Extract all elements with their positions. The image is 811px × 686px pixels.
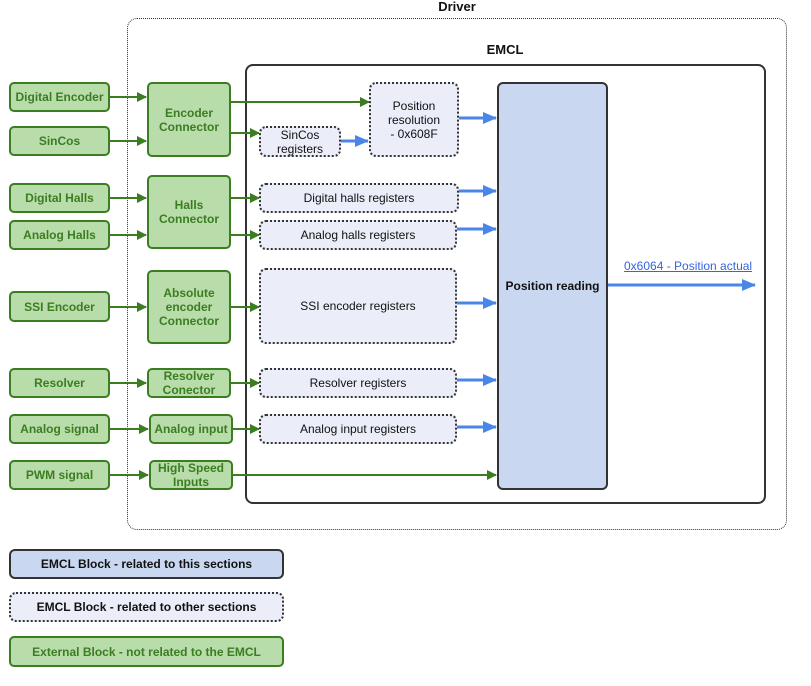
- block-analog-signal: Analog signal: [9, 414, 110, 444]
- block-sincos: SinCos: [9, 126, 110, 156]
- emcl-container: [245, 64, 766, 504]
- legend-external: External Block - not related to the EMCL: [9, 636, 284, 667]
- legend-emcl-other: EMCL Block - related to other sections: [9, 592, 284, 622]
- legend-emcl-this: EMCL Block - related to this sections: [9, 549, 284, 579]
- emcl-label: EMCL: [486, 42, 524, 57]
- block-ssi-encoder: SSI Encoder: [9, 291, 110, 322]
- block-analog-input: Analog input: [149, 414, 233, 444]
- block-analog-input-registers: Analog input registers: [259, 414, 457, 444]
- driver-container: [127, 18, 787, 530]
- block-digital-encoder: Digital Encoder: [9, 82, 110, 112]
- block-position-reading: Position reading: [497, 82, 608, 490]
- block-pwm-signal: PWM signal: [9, 460, 110, 490]
- block-resolver: Resolver: [9, 368, 110, 398]
- block-digital-halls-registers: Digital halls registers: [259, 183, 459, 213]
- block-sincos-registers: SinCos registers: [259, 126, 341, 157]
- driver-label: Driver: [438, 0, 476, 14]
- block-digital-halls: Digital Halls: [9, 183, 110, 213]
- block-ssi-encoder-registers: SSI encoder registers: [259, 268, 457, 344]
- block-resolver-registers: Resolver registers: [259, 368, 457, 398]
- block-resolver-conector: Resolver Conector: [147, 368, 231, 398]
- block-halls-connector: Halls Connector: [147, 175, 231, 249]
- block-analog-halls-registers: Analog halls registers: [259, 220, 457, 250]
- block-high-speed-inputs: High Speed Inputs: [149, 460, 233, 490]
- output-link-position-actual[interactable]: 0x6064 - Position actual: [624, 259, 753, 273]
- block-position-resolution: Position resolution - 0x608F: [369, 82, 459, 157]
- block-analog-halls: Analog Halls: [9, 220, 110, 250]
- green-arrows: [110, 92, 497, 480]
- blue-arrows: [341, 112, 756, 433]
- block-absolute-encoder-connector: Absolute encoder Connector: [147, 270, 231, 344]
- block-encoder-connector: Encoder Connector: [147, 82, 231, 157]
